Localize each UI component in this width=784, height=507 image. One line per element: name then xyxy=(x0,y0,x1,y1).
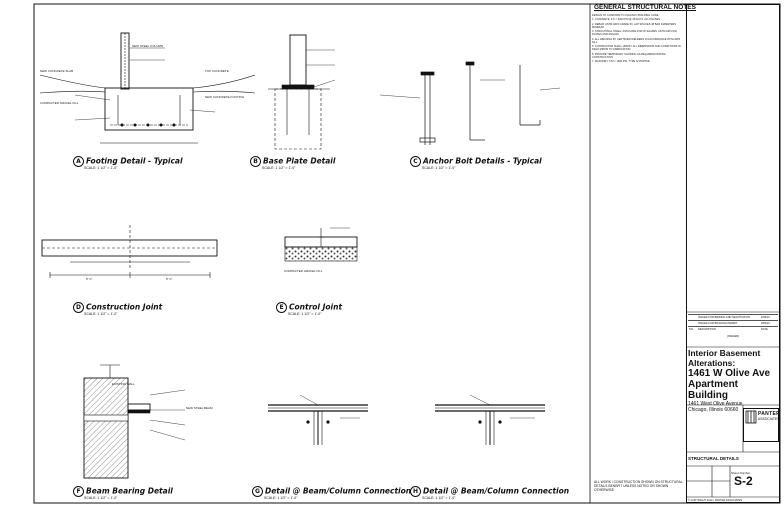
copyright: © COPYRIGHT 2010 • PANTER ASSOCIATES xyxy=(688,499,743,502)
title-block xyxy=(686,4,780,503)
note-line: 6. PROVIDE TEMPORARY SHORING AS REQUIRED… xyxy=(592,52,666,59)
project-line3: Apartment Building xyxy=(688,379,739,401)
notes-body: DESIGN TO CONFORM TO CHICAGO BUILDING CO… xyxy=(592,14,682,64)
firm-name: PANTER xyxy=(758,411,780,417)
beam-bearing-drawing xyxy=(83,364,186,479)
label-steel-beam: NEW STEEL BEAM xyxy=(186,406,213,410)
note-line: DESIGN TO CONFORM TO CHICAGO BUILDING CO… xyxy=(592,14,659,17)
sheet-number-label: Sheet Number xyxy=(731,471,751,475)
beam-column-h-drawing xyxy=(435,394,545,445)
label-gravel-e: COMPACTED GRAVEL FILL xyxy=(284,269,323,273)
label-concrete-slab: NEW CONCRETE SLAB xyxy=(40,69,74,73)
note-line: 4. ALL WELDING BY CERTIFIED WELDERS IN A… xyxy=(592,37,681,44)
title-block-lines xyxy=(686,311,780,498)
project-line2: 1461 W Olive Ave xyxy=(688,368,771,379)
control-joint-drawing xyxy=(284,227,358,262)
project-line5: Chicago, Illinois 60660 xyxy=(688,407,739,413)
note-line: 5. CONTRACTOR SHALL VERIFY ALL DIMENSION… xyxy=(592,45,681,52)
anchor-bolt-drawing xyxy=(379,61,561,145)
base-plate-drawing xyxy=(268,34,336,150)
general-footnote: ALL WORK / CONSTRUCTION SHOWN ON STRUCTU… xyxy=(594,480,683,492)
label-gravel: COMPACTED GRAVEL FILL xyxy=(40,101,79,105)
beam-column-g-drawing xyxy=(268,394,368,445)
label-top-concrete: TOP CONCRETE xyxy=(205,69,229,73)
label-steel-column: NEW STEEL COLUMN xyxy=(132,44,164,48)
note-line: 3. STRUCTURAL STEEL: ASTM A992 FOR W SHA… xyxy=(592,30,677,37)
dimension-label: 6" 0" xyxy=(86,277,93,281)
project-line4: 1461 West Olive Avenue xyxy=(688,401,743,407)
sheet-title: STRUCTURAL DETAILS xyxy=(688,456,739,461)
construction-joint-drawing xyxy=(41,225,218,278)
note-line: 2. REBAR: ASTM A615 GRADE 60. LAP SPLICE… xyxy=(592,22,676,29)
firm-logo-icon xyxy=(745,410,757,424)
detail-h-scale: SCALE: 1 1/2" = 1'-0" xyxy=(422,496,456,500)
revision-caption: (ISSUED) xyxy=(726,334,740,338)
label-existing-wall: EXISTING WALL xyxy=(112,382,135,386)
dimension-label: 6" 0" xyxy=(166,277,173,281)
firm-sub: ASSOCIATES xyxy=(758,417,780,421)
label-concrete-footing: NEW CONCRETE FOOTING xyxy=(205,95,245,99)
detail-g-scale: SCALE: 1 1/2" = 1'-0" xyxy=(264,496,298,500)
note-line: 7. MASONRY: F'M = 1500 PSI, TYPE N MORTA… xyxy=(592,60,650,63)
detail-f-scale: SCALE: 1 1/2" = 1'-0" xyxy=(84,496,118,500)
sheet-number: S-2 xyxy=(734,474,753,488)
note-line: 1. CONCRETE: F'C = 3000 PSI @ 28 DAYS, A… xyxy=(592,18,661,22)
detail-a-scale: SCALE: 1 1/2" = 1'-0" xyxy=(84,166,118,170)
notes-title: GENERAL STRUCTURAL NOTES xyxy=(594,4,696,11)
detail-d-scale: SCALE: 1 1/2" = 1'-0" xyxy=(84,312,118,316)
project-info: Interior Basement Alterations: 1461 W Ol… xyxy=(688,348,778,413)
footing-detail-drawing xyxy=(39,32,256,144)
project-line1: Interior Basement Alterations: xyxy=(688,348,761,368)
detail-e-scale: SCALE: 1 1/2" = 1'-0" xyxy=(288,312,322,316)
detail-b-scale: SCALE: 1 1/2" = 1'-0" xyxy=(262,166,296,170)
firm-logo: PANTER ASSOCIATES xyxy=(743,408,780,442)
detail-c-scale: SCALE: 1 1/2" = 1'-0" xyxy=(422,166,456,170)
